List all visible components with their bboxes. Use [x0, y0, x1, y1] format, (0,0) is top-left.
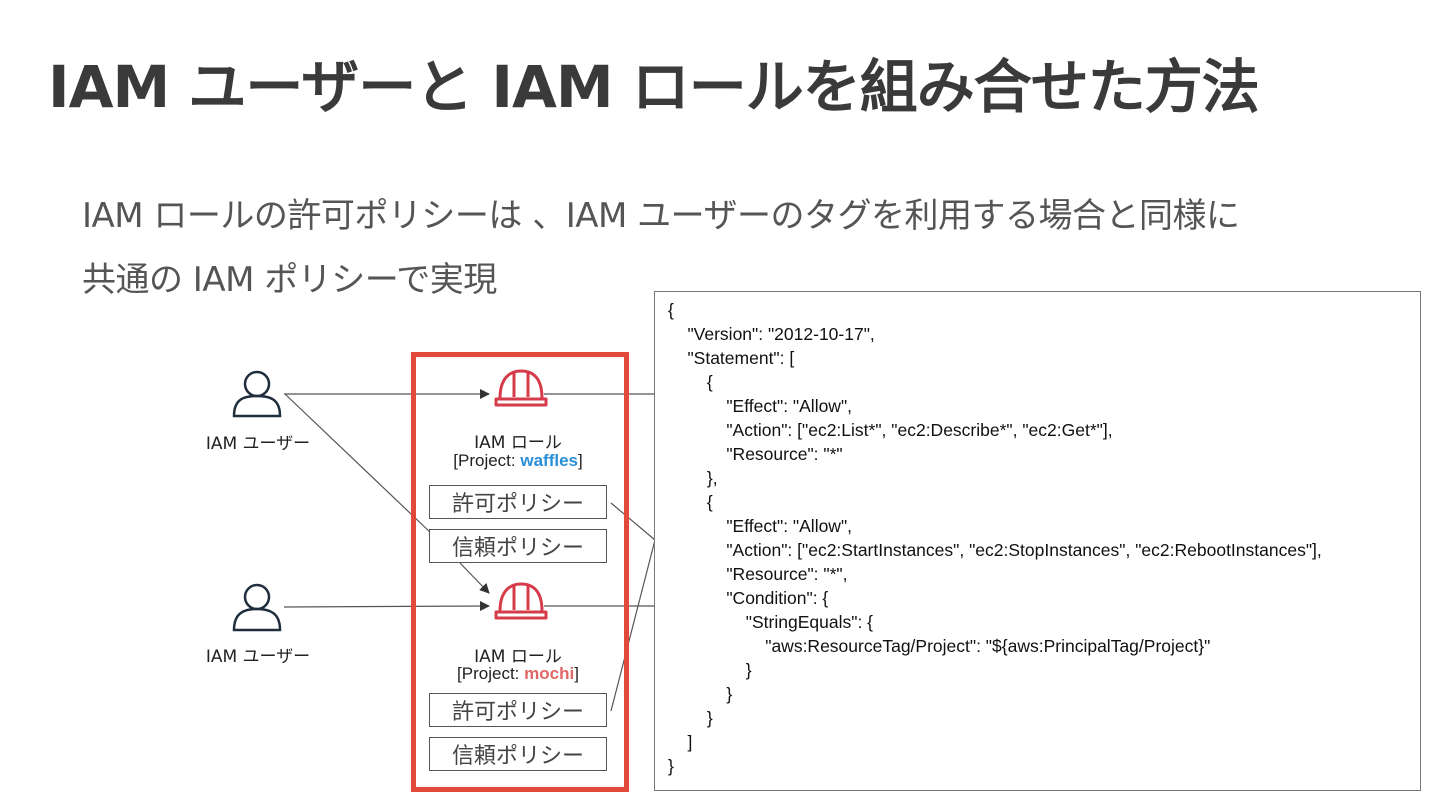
json-line: "Condition": {: [668, 588, 829, 608]
user-icon: [232, 370, 282, 418]
policy-json-box: { "Version": "2012-10-17", "Statement": …: [654, 291, 1421, 791]
role-tag-value: mochi: [524, 664, 575, 683]
connector-permission2-json: [610, 539, 656, 712]
json-line: "Statement": [: [668, 348, 795, 368]
role-tag-prefix: [Project:: [453, 451, 521, 470]
json-line: "StringEquals": {: [668, 612, 874, 632]
json-line: {: [668, 492, 713, 512]
json-line: ]: [668, 732, 693, 752]
role-tag: [Project: mochi]: [457, 664, 579, 684]
role-tag-suffix: ]: [578, 451, 583, 470]
role-label: IAM ロール: [474, 433, 562, 453]
json-line: {: [668, 372, 713, 392]
json-line: "Action": ["ec2:StartInstances", "ec2:St…: [668, 540, 1322, 560]
json-line: "aws:ResourceTag/Project": "${aws:Princi…: [668, 636, 1211, 656]
hard-hat-icon: [494, 369, 548, 407]
user-label: IAM ユーザー: [205, 647, 311, 667]
role-tag-value: waffles: [520, 451, 578, 470]
role-group-frame: [411, 352, 629, 792]
json-line: "Resource": "*": [668, 444, 843, 464]
connector-permission1-json: [610, 502, 656, 541]
role-tag-prefix: [Project:: [457, 664, 525, 683]
json-line: "Resource": "*",: [668, 564, 848, 584]
subtitle-line-1: IAM ロールの許可ポリシーは 、IAM ユーザーのタグを利用する場合と同様に: [82, 196, 1240, 236]
connector-trust1-role2: [459, 562, 490, 594]
permission-policy-box: 許可ポリシー: [429, 693, 607, 727]
subtitle-line-2: 共通の IAM ポリシーで実現: [82, 260, 497, 300]
json-line: {: [668, 300, 674, 320]
json-line: "Effect": "Allow",: [668, 396, 853, 416]
json-line: }: [668, 660, 752, 680]
json-line: }: [668, 684, 733, 704]
json-line: "Version": "2012-10-17",: [668, 324, 875, 344]
trust-policy-box: 信頼ポリシー: [429, 529, 607, 563]
user-icon: [232, 583, 282, 632]
connector-user2-role2: [283, 601, 490, 612]
json-line: },: [668, 468, 718, 488]
role-tag-suffix: ]: [574, 664, 579, 683]
json-line: "Action": ["ec2:List*", "ec2:Describe*",…: [668, 420, 1113, 440]
hard-hat-icon: [494, 582, 548, 620]
slide-title: IAM ユーザーと IAM ロールを組み合せた方法: [48, 53, 1260, 121]
trust-policy-box: 信頼ポリシー: [429, 737, 607, 771]
json-line: }: [668, 708, 713, 728]
role-label: IAM ロール: [474, 647, 562, 667]
role-tag: [Project: waffles]: [453, 451, 582, 471]
user-label: IAM ユーザー: [205, 434, 311, 454]
json-line: }: [668, 756, 674, 776]
json-line: "Effect": "Allow",: [668, 516, 853, 536]
connector-user1-trust1: [284, 393, 433, 535]
permission-policy-box: 許可ポリシー: [429, 485, 607, 519]
